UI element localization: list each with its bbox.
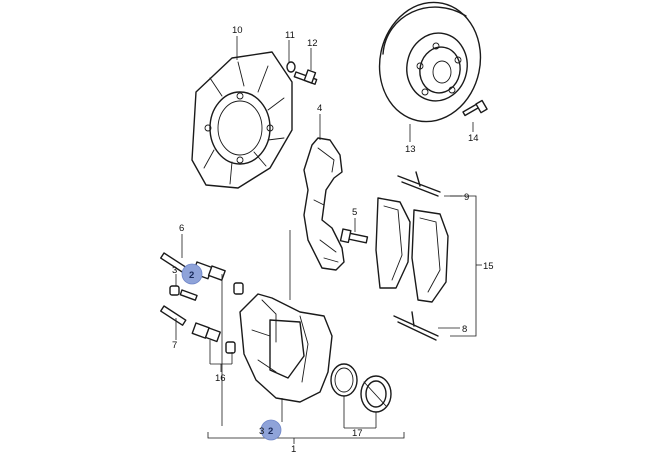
label-11: 11	[285, 30, 295, 41]
label-15: 15	[483, 261, 494, 272]
caliper-carrier[interactable]	[303, 137, 345, 271]
bleeder-valve-2[interactable]	[179, 289, 198, 301]
brake-disc[interactable]	[369, 0, 492, 131]
bolt-14[interactable]	[462, 99, 488, 117]
highlight-marker-bleeder[interactable]	[181, 263, 203, 285]
bleeder-cap-3[interactable]	[169, 285, 180, 296]
label-3-upper: 3	[172, 265, 177, 276]
cap-a[interactable]	[233, 282, 244, 295]
bolt-12[interactable]	[293, 69, 318, 85]
label-7: 7	[172, 340, 177, 351]
label-5: 5	[352, 207, 357, 218]
label-4: 4	[317, 103, 322, 114]
label-1: 1	[291, 444, 296, 454]
label-2-upper: 2	[189, 270, 194, 281]
highlight-marker-assembly[interactable]	[260, 419, 282, 441]
guide-pin-7[interactable]	[160, 305, 187, 326]
label-17: 17	[352, 428, 363, 439]
label-2-lower: 2	[268, 426, 273, 437]
spring-clip-9[interactable]	[397, 171, 441, 197]
washer-11[interactable]	[286, 61, 296, 73]
cap-b[interactable]	[225, 341, 236, 354]
label-8: 8	[462, 324, 467, 335]
piston[interactable]	[360, 375, 392, 413]
spring-clip-8[interactable]	[393, 311, 439, 341]
label-10: 10	[232, 25, 243, 36]
brake-pad-outer[interactable]	[375, 197, 411, 289]
label-14: 14	[468, 133, 479, 144]
caliper-housing[interactable]	[239, 293, 333, 403]
bushing-lower[interactable]	[191, 322, 221, 343]
label-3-lower: 3	[259, 426, 264, 437]
piston-seal[interactable]	[330, 363, 358, 397]
bolt-5[interactable]	[339, 228, 369, 244]
brake-pad-inner[interactable]	[411, 209, 449, 303]
label-12: 12	[307, 38, 318, 49]
label-6: 6	[179, 223, 184, 234]
splash-shield[interactable]	[191, 51, 293, 189]
label-13: 13	[405, 144, 416, 155]
label-9: 9	[464, 192, 469, 203]
label-16: 16	[215, 373, 226, 384]
